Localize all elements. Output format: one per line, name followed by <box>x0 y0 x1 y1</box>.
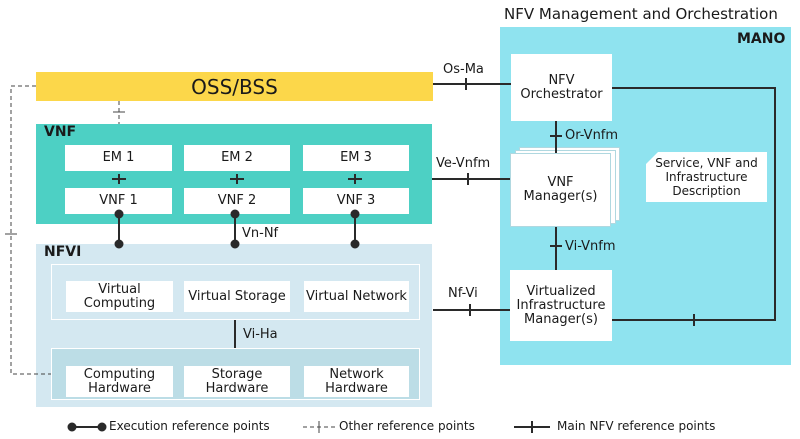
nfv-orchestrator-label: NFV Orchestrator <box>520 72 603 102</box>
ve-vnfm-label: Ve-Vnfm <box>436 156 491 171</box>
storage-hardware-label: Storage Hardware <box>205 366 269 396</box>
vim-box[interactable]: Virtualized Infrastructure Manager(s) <box>510 270 612 341</box>
vim-label: Virtualized Infrastructure Manager(s) <box>516 283 606 327</box>
network-hardware-box[interactable]: Network Hardware <box>304 366 409 397</box>
mano-label: MANO <box>737 31 786 47</box>
vnf-2-box[interactable]: VNF 2 <box>184 188 290 214</box>
vnf-section-label: VNF <box>44 124 77 140</box>
mano-outer-title: NFV Management and Orchestration <box>504 5 778 23</box>
nfv-orchestrator-box[interactable]: NFV Orchestrator <box>511 54 612 121</box>
vnf-manager-label: VNF Manager(s) <box>523 175 598 204</box>
virtual-storage-box[interactable]: Virtual Storage <box>184 281 290 312</box>
em-1-label: EM 1 <box>102 150 135 165</box>
vnf-manager-box[interactable]: VNF Manager(s) <box>510 153 611 227</box>
os-ma-label: Os-Ma <box>443 62 484 77</box>
virtual-computing-label: Virtual Computing <box>83 281 156 311</box>
em-3-box[interactable]: EM 3 <box>303 145 409 171</box>
virtual-computing-box[interactable]: Virtual Computing <box>66 281 173 312</box>
vnf-1-label: VNF 1 <box>99 193 138 208</box>
vi-vnfm-label: Vi-Vnfm <box>565 239 616 254</box>
em-3-label: EM 3 <box>340 150 372 165</box>
description-label: Service, VNF and Infrastructure Descript… <box>655 156 758 198</box>
em-2-label: EM 2 <box>221 150 253 165</box>
or-vnfm-label: Or-Vnfm <box>565 128 619 143</box>
virtual-storage-label: Virtual Storage <box>188 288 286 304</box>
legend-execution-label: Execution reference points <box>109 419 270 433</box>
vnf-2-label: VNF 2 <box>217 193 257 208</box>
orchestrator-vim-line <box>612 87 776 321</box>
computing-hardware-label: Computing Hardware <box>83 366 156 396</box>
oss-to-hardware-dashed-line <box>10 85 51 375</box>
vnf-3-label: VNF 3 <box>336 193 376 208</box>
virtual-network-box[interactable]: Virtual Network <box>304 281 409 312</box>
storage-hardware-box[interactable]: Storage Hardware <box>184 366 290 397</box>
nf-vi-label: Nf-Vi <box>448 286 478 301</box>
network-hardware-label: Network Hardware <box>325 366 388 396</box>
description-box[interactable]: Service, VNF and Infrastructure Descript… <box>646 152 767 202</box>
em-1-box[interactable]: EM 1 <box>65 145 172 171</box>
oss-bss-label: OSS/BSS <box>191 74 278 99</box>
virtual-network-label: Virtual Network <box>306 288 407 304</box>
vn-nf-label: Vn-Nf <box>242 226 279 241</box>
em-2-box[interactable]: EM 2 <box>184 145 290 171</box>
computing-hardware-box[interactable]: Computing Hardware <box>66 366 173 397</box>
nfvi-section-label: NFVI <box>44 244 82 260</box>
legend-other-label: Other reference points <box>339 419 475 433</box>
vi-ha-label: Vi-Ha <box>243 327 278 342</box>
legend-main-label: Main NFV reference points <box>557 419 716 433</box>
oss-bss-box[interactable]: OSS/BSS <box>36 72 433 101</box>
